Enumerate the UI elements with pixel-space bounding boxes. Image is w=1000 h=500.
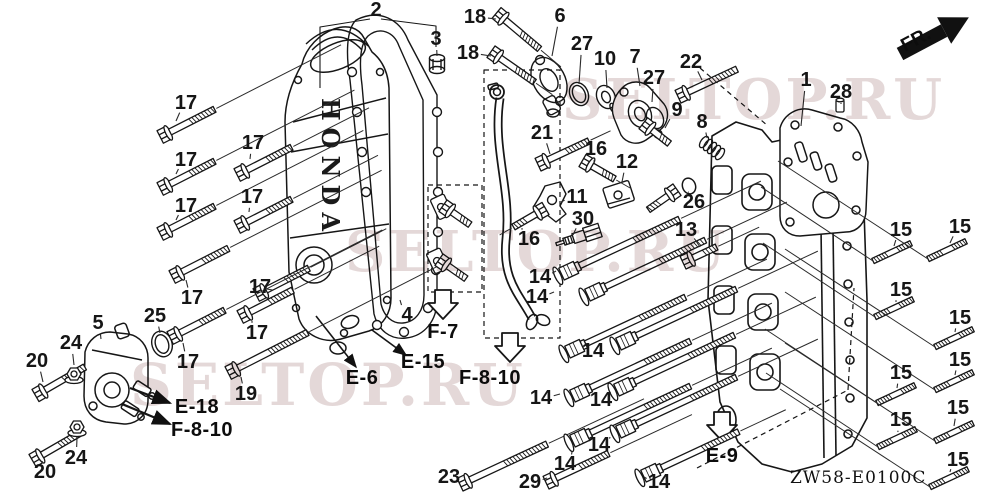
valve-cover-shape bbox=[284, 26, 392, 355]
callout-2-bracket bbox=[319, 18, 437, 88]
ref-label-f-7: F-7 bbox=[427, 321, 459, 343]
callout-20: 20 bbox=[33, 461, 57, 483]
ref-label-f-8-10: F-8-10 bbox=[459, 367, 521, 389]
callout-14: 14 bbox=[528, 266, 552, 288]
callout-2: 2 bbox=[370, 0, 382, 21]
callout-14: 14 bbox=[581, 340, 605, 362]
callout-15: 15 bbox=[889, 279, 913, 301]
callout-6: 6 bbox=[554, 5, 566, 27]
callout-17: 17 bbox=[248, 276, 272, 298]
callout-15: 15 bbox=[948, 307, 972, 329]
callout-27: 27 bbox=[642, 67, 666, 89]
callout-9: 9 bbox=[671, 99, 683, 121]
callout-15: 15 bbox=[948, 349, 972, 371]
callout-24: 24 bbox=[64, 447, 88, 469]
callout-19: 19 bbox=[234, 383, 258, 405]
callout-3: 3 bbox=[430, 28, 442, 50]
callout-11: 11 bbox=[566, 186, 588, 208]
callout-15: 15 bbox=[946, 449, 970, 471]
ref-label-e-9: E-9 bbox=[705, 445, 739, 467]
callout-12: 12 bbox=[615, 151, 639, 173]
callout-1: 1 bbox=[800, 69, 812, 91]
callout-29: 29 bbox=[518, 471, 542, 493]
callout-16: 16 bbox=[517, 228, 541, 250]
callout-14: 14 bbox=[587, 434, 611, 456]
head-gasket-shape bbox=[779, 108, 869, 237]
callout-20: 20 bbox=[25, 350, 49, 372]
callout-18: 18 bbox=[463, 6, 487, 28]
callout-15: 15 bbox=[889, 219, 913, 241]
grommet-shape bbox=[428, 53, 446, 75]
callout-17: 17 bbox=[174, 92, 198, 114]
leader-lines-layer bbox=[40, 17, 957, 488]
callout-17: 17 bbox=[176, 351, 200, 373]
callout-14: 14 bbox=[525, 286, 549, 308]
callout-14: 14 bbox=[553, 453, 577, 475]
callout-7: 7 bbox=[629, 46, 641, 68]
ref-label-e-6: E-6 bbox=[345, 367, 379, 389]
callout-14: 14 bbox=[529, 387, 553, 409]
callout-14: 14 bbox=[647, 471, 671, 493]
callout-13: 13 bbox=[674, 219, 698, 241]
callout-18: 18 bbox=[456, 42, 480, 64]
callout-17: 17 bbox=[245, 322, 269, 344]
callout-30: 30 bbox=[571, 208, 595, 230]
callout-17: 17 bbox=[240, 186, 264, 208]
callout-24: 24 bbox=[59, 332, 83, 354]
callout-14: 14 bbox=[589, 389, 613, 411]
callout-15: 15 bbox=[889, 409, 913, 431]
fasteners-layer bbox=[28, 6, 975, 492]
callout-23: 23 bbox=[437, 466, 461, 488]
hose-shape bbox=[487, 82, 551, 331]
callout-21: 21 bbox=[530, 122, 554, 144]
ref-label-f-8-10: F-8-10 bbox=[171, 419, 233, 441]
spark-plug-shape bbox=[555, 222, 603, 247]
fr-arrow-icon bbox=[896, 17, 969, 61]
callout-17: 17 bbox=[174, 195, 198, 217]
washer-shape bbox=[681, 177, 697, 195]
callout-22: 22 bbox=[679, 51, 703, 73]
callout-17: 17 bbox=[241, 132, 265, 154]
callout-15: 15 bbox=[889, 362, 913, 384]
callout-16: 16 bbox=[584, 138, 608, 160]
cover-brand-text: HONDA bbox=[316, 98, 345, 238]
callout-28: 28 bbox=[829, 81, 853, 103]
callout-17: 17 bbox=[180, 287, 204, 309]
callout-17: 17 bbox=[174, 149, 198, 171]
callout-26: 26 bbox=[682, 191, 706, 213]
callout-10: 10 bbox=[593, 48, 617, 70]
spring-shape bbox=[698, 135, 726, 161]
diagram-code: ZW58-E0100C bbox=[790, 468, 927, 488]
callout-5: 5 bbox=[92, 312, 104, 334]
callout-15: 15 bbox=[946, 397, 970, 419]
callout-25: 25 bbox=[143, 305, 167, 327]
ref-label-e-15: E-15 bbox=[400, 351, 446, 373]
callout-15: 15 bbox=[948, 216, 972, 238]
callout-27: 27 bbox=[570, 33, 594, 55]
callout-8: 8 bbox=[696, 111, 708, 133]
ref-label-e-18: E-18 bbox=[174, 396, 220, 418]
fuel-pump-shape bbox=[83, 322, 156, 425]
callout-4: 4 bbox=[401, 304, 413, 326]
